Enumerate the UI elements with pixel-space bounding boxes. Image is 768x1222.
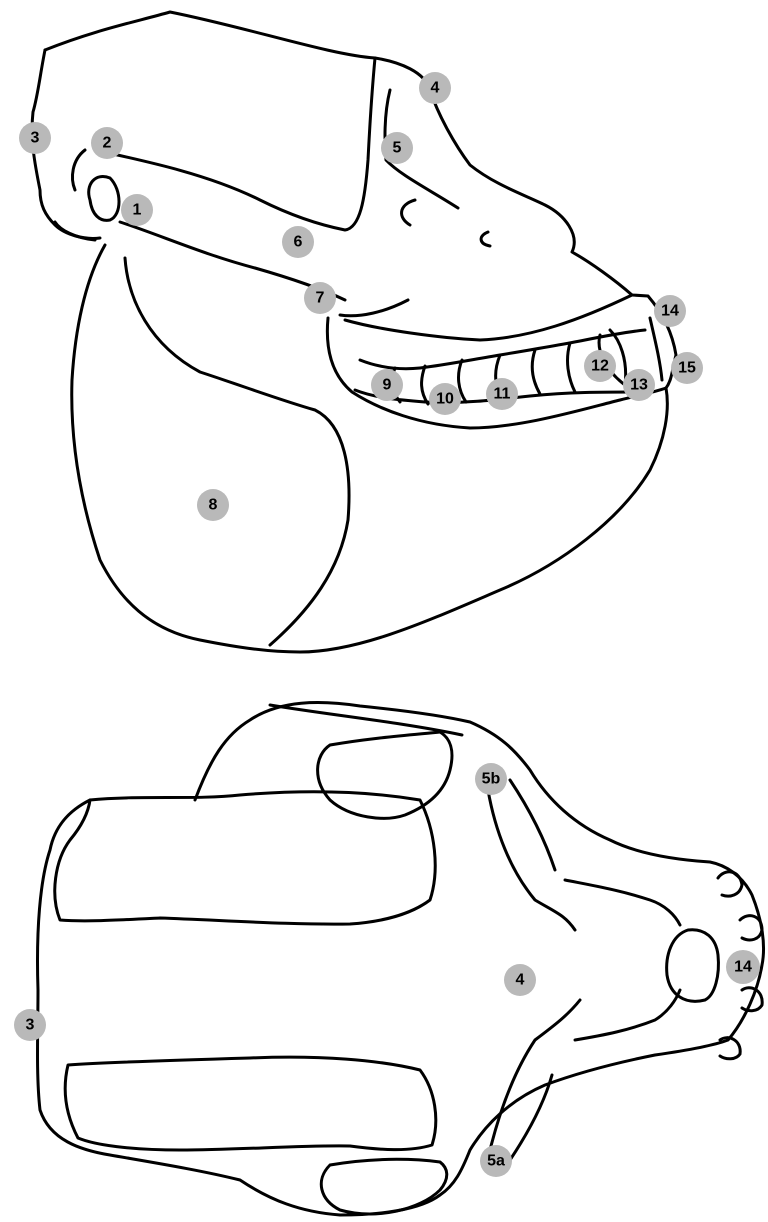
lateral-ear-opening — [89, 177, 119, 221]
lateral-marker-13: 13 — [623, 369, 655, 401]
lateral-marker-7: 7 — [304, 282, 336, 314]
lateral-marker-9: 9 — [371, 369, 403, 401]
lateral-marker-1-label: 1 — [133, 202, 142, 219]
lateral-nasal-curve — [402, 200, 415, 225]
superior-marker-5a: 5a — [480, 1145, 512, 1177]
superior-marker-4: 4 — [504, 964, 536, 996]
superior-orbit-bottom — [321, 1159, 446, 1214]
superior-marker-5a-label: 5a — [487, 1153, 505, 1170]
lateral-marker-2: 2 — [91, 127, 123, 159]
lateral-palate-line — [345, 295, 632, 340]
superior-ridge-lower — [490, 1000, 580, 1150]
superior-skull-drawing — [38, 703, 764, 1215]
lateral-incisor — [650, 318, 662, 380]
superior-marker-14: 14 — [726, 950, 760, 984]
lateral-marker-3-label: 3 — [31, 130, 40, 147]
superior-marker-5b: 5b — [475, 763, 507, 795]
lateral-marker-10: 10 — [429, 383, 461, 415]
lateral-skull-drawing — [32, 12, 676, 652]
lateral-tooth-b — [422, 366, 428, 404]
superior-marker-3: 3 — [14, 1009, 46, 1041]
superior-brow-arc-bottom — [575, 990, 680, 1040]
lateral-marker-8-label: 8 — [209, 497, 218, 514]
superior-orbit-top — [318, 732, 452, 818]
lateral-nostril-curve — [481, 232, 490, 246]
superior-ridge-lower-inner — [510, 1075, 552, 1160]
lateral-marker-12: 12 — [584, 350, 616, 382]
superior-brow-arc-top — [565, 880, 680, 925]
lateral-marker-13-label: 13 — [630, 377, 648, 394]
lateral-marker-1: 1 — [121, 194, 153, 226]
superior-skull-outline — [38, 703, 764, 1215]
lateral-marker-3: 3 — [19, 122, 51, 154]
lateral-marker-14-label: 14 — [661, 303, 679, 320]
lateral-ear-arc — [72, 150, 85, 190]
lateral-marker-15: 15 — [671, 352, 703, 384]
lateral-marker-8: 8 — [197, 489, 229, 521]
lateral-marker-6: 6 — [282, 226, 314, 258]
lateral-marker-11: 11 — [486, 378, 518, 410]
superior-nasal-opening — [667, 930, 719, 1002]
lateral-marker-5: 5 — [381, 132, 413, 164]
superior-marker-5b-label: 5b — [482, 771, 501, 788]
lateral-marker-4-label: 4 — [431, 80, 440, 97]
lateral-tooth-f — [568, 343, 575, 392]
lateral-marker-6-label: 6 — [294, 234, 303, 251]
superior-temporal-fossa-top — [270, 705, 462, 735]
lateral-marker-4: 4 — [419, 72, 451, 104]
superior-marker-14-label: 14 — [734, 959, 752, 976]
lateral-marker-11-label: 11 — [494, 386, 511, 403]
lateral-marker-15-label: 15 — [678, 360, 696, 377]
lateral-marker-5-label: 5 — [393, 140, 402, 157]
lateral-marker-12-label: 12 — [591, 358, 609, 375]
lateral-marker-2-label: 2 — [103, 135, 112, 152]
superior-marker-4-label: 4 — [516, 972, 525, 989]
superior-incisor-2 — [740, 916, 762, 940]
lateral-mandible-outline — [72, 245, 668, 652]
superior-marker-3-label: 3 — [26, 1017, 35, 1034]
lateral-tooth-e — [532, 350, 540, 394]
superior-incisor-1 — [718, 872, 742, 896]
lateral-ramus-line — [125, 258, 349, 645]
lateral-maxilla-line — [340, 300, 408, 316]
lateral-marker-10-label: 10 — [436, 391, 454, 408]
superior-upper-fossa — [55, 792, 435, 924]
lateral-marker-9-label: 9 — [383, 377, 392, 394]
lateral-marker-7-label: 7 — [316, 290, 325, 307]
lateral-marker-14: 14 — [654, 295, 686, 327]
superior-lower-fossa — [65, 1057, 436, 1150]
